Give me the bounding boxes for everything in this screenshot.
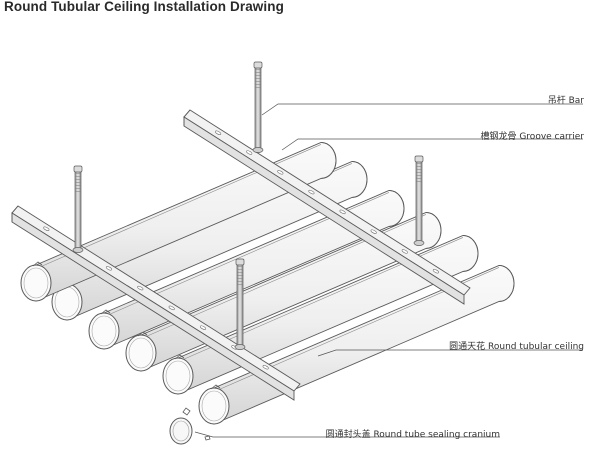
hanger-bars [72,61,425,350]
hanger-bar [252,61,264,153]
hanger-bar [234,258,246,350]
tube-end [198,387,230,425]
callout-groove-carrier: 槽钢龙骨 Groove carrier [480,132,584,142]
groove-carriers [11,109,471,401]
callout-bar: 吊杆 Bar [547,96,584,106]
tube-end [88,312,120,350]
callout-round-tubular-ceiling: 圆通天花 Round tubular ceiling [449,342,584,352]
tube-end [125,334,157,372]
callout-leaders [194,103,583,438]
tube-end [20,264,52,302]
hanger-bar [413,155,425,246]
groove-carrier [11,205,301,401]
round-tube [20,141,337,302]
page-title: Round Tubular Ceiling Installation Drawi… [4,0,284,14]
sealing-cap [169,407,211,445]
tube-end [162,357,194,395]
hanger-bar [72,165,84,253]
groove-carrier [183,109,471,305]
callout-sealing-cranium: 圆通封头盖 Round tube sealing cranium [325,430,500,440]
